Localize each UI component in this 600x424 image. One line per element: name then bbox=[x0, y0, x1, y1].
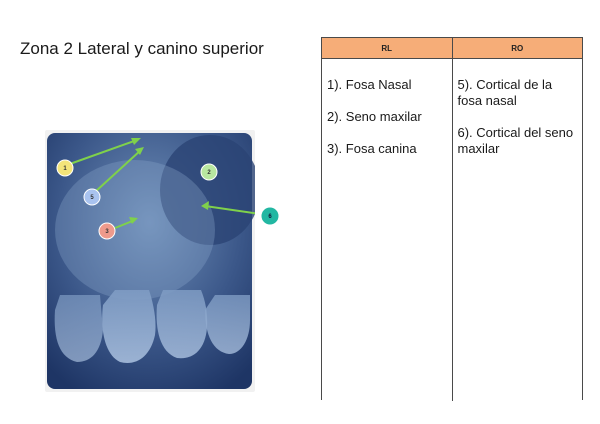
marker-1-label: 1 bbox=[63, 166, 67, 172]
table-header: RL RO bbox=[322, 37, 582, 59]
radiograph-image: 1 2 5 3 bbox=[45, 130, 255, 392]
arrow-6 bbox=[204, 205, 255, 215]
slide-title: Zona 2 Lateral y canino superior bbox=[20, 39, 264, 58]
list-item: 1). Fosa Nasal bbox=[327, 77, 412, 92]
marker-6-svg: 6 bbox=[260, 206, 280, 226]
tooth-central bbox=[102, 290, 156, 363]
list-item: 3). Fosa canina bbox=[327, 141, 417, 156]
arrow-1-head bbox=[131, 138, 141, 145]
list-item: 6). Cortical del seno maxilar bbox=[457, 125, 574, 156]
header-rl: RL bbox=[381, 43, 393, 53]
marker-3 bbox=[98, 222, 116, 240]
marker-6-label: 6 bbox=[268, 214, 272, 220]
list-item: 5). Cortical de la fosa nasal bbox=[457, 77, 553, 108]
arrow-1 bbox=[66, 139, 138, 166]
marker-5-label: 5 bbox=[90, 195, 94, 201]
tooth-left-edge bbox=[54, 295, 103, 362]
marker-2 bbox=[200, 163, 218, 181]
column-ro: 5). Cortical de la fosa nasal 6). Cortic… bbox=[451, 59, 583, 401]
header-ro: RO bbox=[451, 38, 583, 58]
tooth-canine bbox=[205, 295, 250, 354]
marker-2-label: 2 bbox=[207, 170, 211, 176]
marker-1 bbox=[56, 159, 74, 177]
arrow-5-head bbox=[135, 147, 144, 155]
tooth-lateral bbox=[156, 290, 208, 359]
arrow-6-head bbox=[201, 201, 209, 210]
marker-5 bbox=[83, 188, 101, 206]
arrow-5 bbox=[94, 149, 142, 193]
marker-6 bbox=[260, 206, 280, 226]
column-rl: 1). Fosa Nasal 2). Seno maxilar 3). Fosa… bbox=[322, 59, 452, 401]
radiograph-svg: 1 2 5 3 bbox=[47, 133, 255, 389]
findings-table: RL RO 1). Fosa Nasal 2). Seno maxilar 3)… bbox=[321, 37, 583, 401]
bone-highlight bbox=[55, 160, 215, 300]
table-body: 1). Fosa Nasal 2). Seno maxilar 3). Fosa… bbox=[322, 59, 582, 401]
sinus-shadow bbox=[160, 135, 255, 245]
list-item: 2). Seno maxilar bbox=[327, 109, 422, 124]
marker-3-label: 3 bbox=[105, 229, 109, 235]
arrow-3-head bbox=[129, 217, 138, 224]
